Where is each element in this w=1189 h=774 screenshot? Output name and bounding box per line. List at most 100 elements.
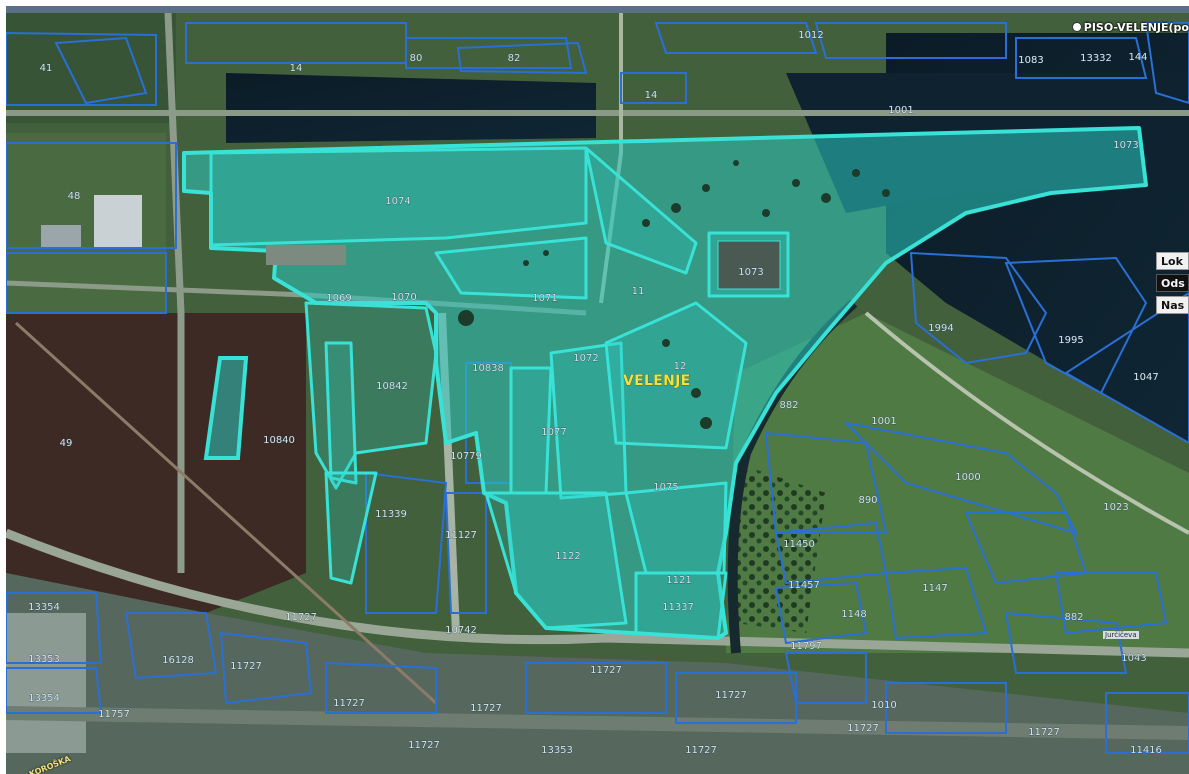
building-west: [94, 195, 142, 247]
track-diagonal: [14, 321, 438, 705]
buildings-row: [266, 245, 346, 265]
parcel-number-label: 1012: [798, 30, 823, 41]
parcel-number-label: 11727: [1028, 727, 1060, 738]
parcel-number-label: 10840: [263, 435, 295, 446]
parcel-number-label: 11757: [98, 709, 130, 720]
parcel-number-label: 13354: [28, 693, 60, 704]
parcel-number-label: 1075: [653, 482, 678, 493]
parcel-number-label: 1077: [541, 427, 566, 438]
layer-visibility-icon: [1071, 22, 1082, 32]
parcel-number-label: 11727: [470, 703, 502, 714]
parcel-number-label: 1072: [573, 353, 598, 364]
parcel-number-label: 11339: [375, 509, 407, 520]
parcel-number-label: 10779: [450, 451, 482, 462]
field-nw: [6, 13, 176, 123]
parcel-number-label: 890: [858, 495, 877, 506]
parcel-number-label: 13353: [541, 745, 573, 756]
parcel-number-label: 1122: [555, 551, 580, 562]
parcel-number-label: 1995: [1058, 335, 1083, 346]
parcel-number-label: 11727: [408, 740, 440, 751]
parcel-number-label: 11727: [685, 745, 717, 756]
parcel-number-label: 1147: [922, 583, 947, 594]
parcel-number-label: 10838: [472, 363, 504, 374]
highlighted-subparcels: [209, 146, 790, 640]
field-west: [6, 133, 166, 313]
parcel-number-label: 1010: [871, 700, 896, 711]
side-button-nas[interactable]: Nas: [1156, 296, 1189, 314]
parcel-number-label: 882: [1064, 612, 1083, 623]
tree-cluster: [736, 463, 826, 633]
parcel-number-label: 11727: [285, 612, 317, 623]
pond-north: [226, 73, 596, 143]
tree-dots: [458, 160, 890, 429]
parcel-number-label: 1047: [1133, 372, 1158, 383]
parcel-number-label: 882: [779, 400, 798, 411]
parcel-number-label: 48: [68, 191, 81, 202]
highlighted-strip: [203, 356, 249, 460]
soil-field: [6, 313, 306, 613]
parcel-number-label: 1121: [666, 575, 691, 586]
parcel-number-label: 14: [645, 90, 658, 101]
parcel-number-label: 11727: [847, 723, 879, 734]
side-button-lok[interactable]: Lok: [1156, 252, 1189, 270]
parcel-number-label: 14: [290, 63, 303, 74]
railway: [6, 706, 1189, 740]
parcel-number-label: 80: [410, 53, 423, 64]
map-canvas[interactable]: 1074 11 12 1073 1069 1070 1071 10842 10840 10838 1…: [6, 13, 1189, 774]
parcel-number-label: 10742: [445, 625, 477, 636]
parcel-number-label: 16128: [162, 655, 194, 666]
path-east: [864, 311, 1189, 535]
parcel-number-label: 11457: [788, 580, 820, 591]
layer-name-text: PISO-VELENJE(po: [1083, 21, 1189, 34]
parcel-number-label: 1083: [1018, 55, 1043, 66]
parcel-number-label: 12: [674, 361, 687, 372]
road-south: [6, 528, 1189, 658]
parcel-number-label: 11450: [783, 539, 815, 550]
parcel-number-label: 82: [508, 53, 521, 64]
parcel-number-label: 1000: [955, 472, 980, 483]
parcel-number-label: 1073: [738, 267, 763, 278]
parcel-number-label: 11727: [590, 665, 622, 676]
building-1073: [717, 240, 781, 290]
parcel-number-label: 10842: [376, 381, 408, 392]
parcel-number-label: 11337: [662, 602, 694, 613]
buildings-sw: [6, 613, 86, 753]
parcel-number-label: 13354: [28, 602, 60, 613]
window-top-bar: [6, 6, 1189, 13]
street-sign: Jurčičeva: [1103, 631, 1139, 639]
parcel-number-label: 11: [632, 286, 645, 297]
side-button-ods[interactable]: Ods: [1156, 274, 1189, 292]
layer-name-label: PISO-VELENJE(po: [1071, 21, 1189, 34]
parcel-number-label: 41: [40, 63, 53, 74]
parcel-number-label: 11727: [230, 661, 262, 672]
building-west-2: [41, 225, 81, 247]
parcel-number-label: 1074: [385, 196, 410, 207]
parcel-number-label: 11416: [1130, 745, 1162, 756]
cadastral-parcels: [6, 22, 1189, 754]
parcel-number-label: 1994: [928, 323, 953, 334]
parcel-number-label: 1069: [326, 293, 351, 304]
parcel-number-label: 1023: [1103, 502, 1128, 513]
town-label: VELENJE: [623, 373, 690, 389]
parcel-labels: 1074 11 12 1073 1069 1070 1071 10842 10840 10838 1…: [28, 30, 1162, 757]
parcel-number-label: 11797: [790, 641, 822, 652]
parcel-number-label: 1043: [1121, 653, 1146, 664]
field-southeast: [726, 313, 1189, 653]
parcel-number-label: 1001: [888, 105, 913, 116]
orthophoto-map[interactable]: 1074 11 12 1073 1069 1070 1071 10842 10840 10838 1…: [6, 13, 1189, 774]
parcel-number-label: 1073: [1113, 140, 1138, 151]
parcel-number-label: 11127: [445, 530, 477, 541]
parcel-number-label: 1148: [841, 609, 866, 620]
parcel-number-label: 1001: [871, 416, 896, 427]
parcel-number-label: 1071: [532, 293, 557, 304]
parcel-number-label: 144: [1128, 52, 1147, 63]
parcel-number-label: 11727: [333, 698, 365, 709]
road-west: [164, 13, 185, 573]
parcel-number-label: 13332: [1080, 53, 1112, 64]
parcel-number-label: 49: [60, 438, 73, 449]
parcel-number-label: 11727: [715, 690, 747, 701]
parcel-number-label: 13353: [28, 654, 60, 665]
parcel-number-label: 1070: [391, 292, 416, 303]
